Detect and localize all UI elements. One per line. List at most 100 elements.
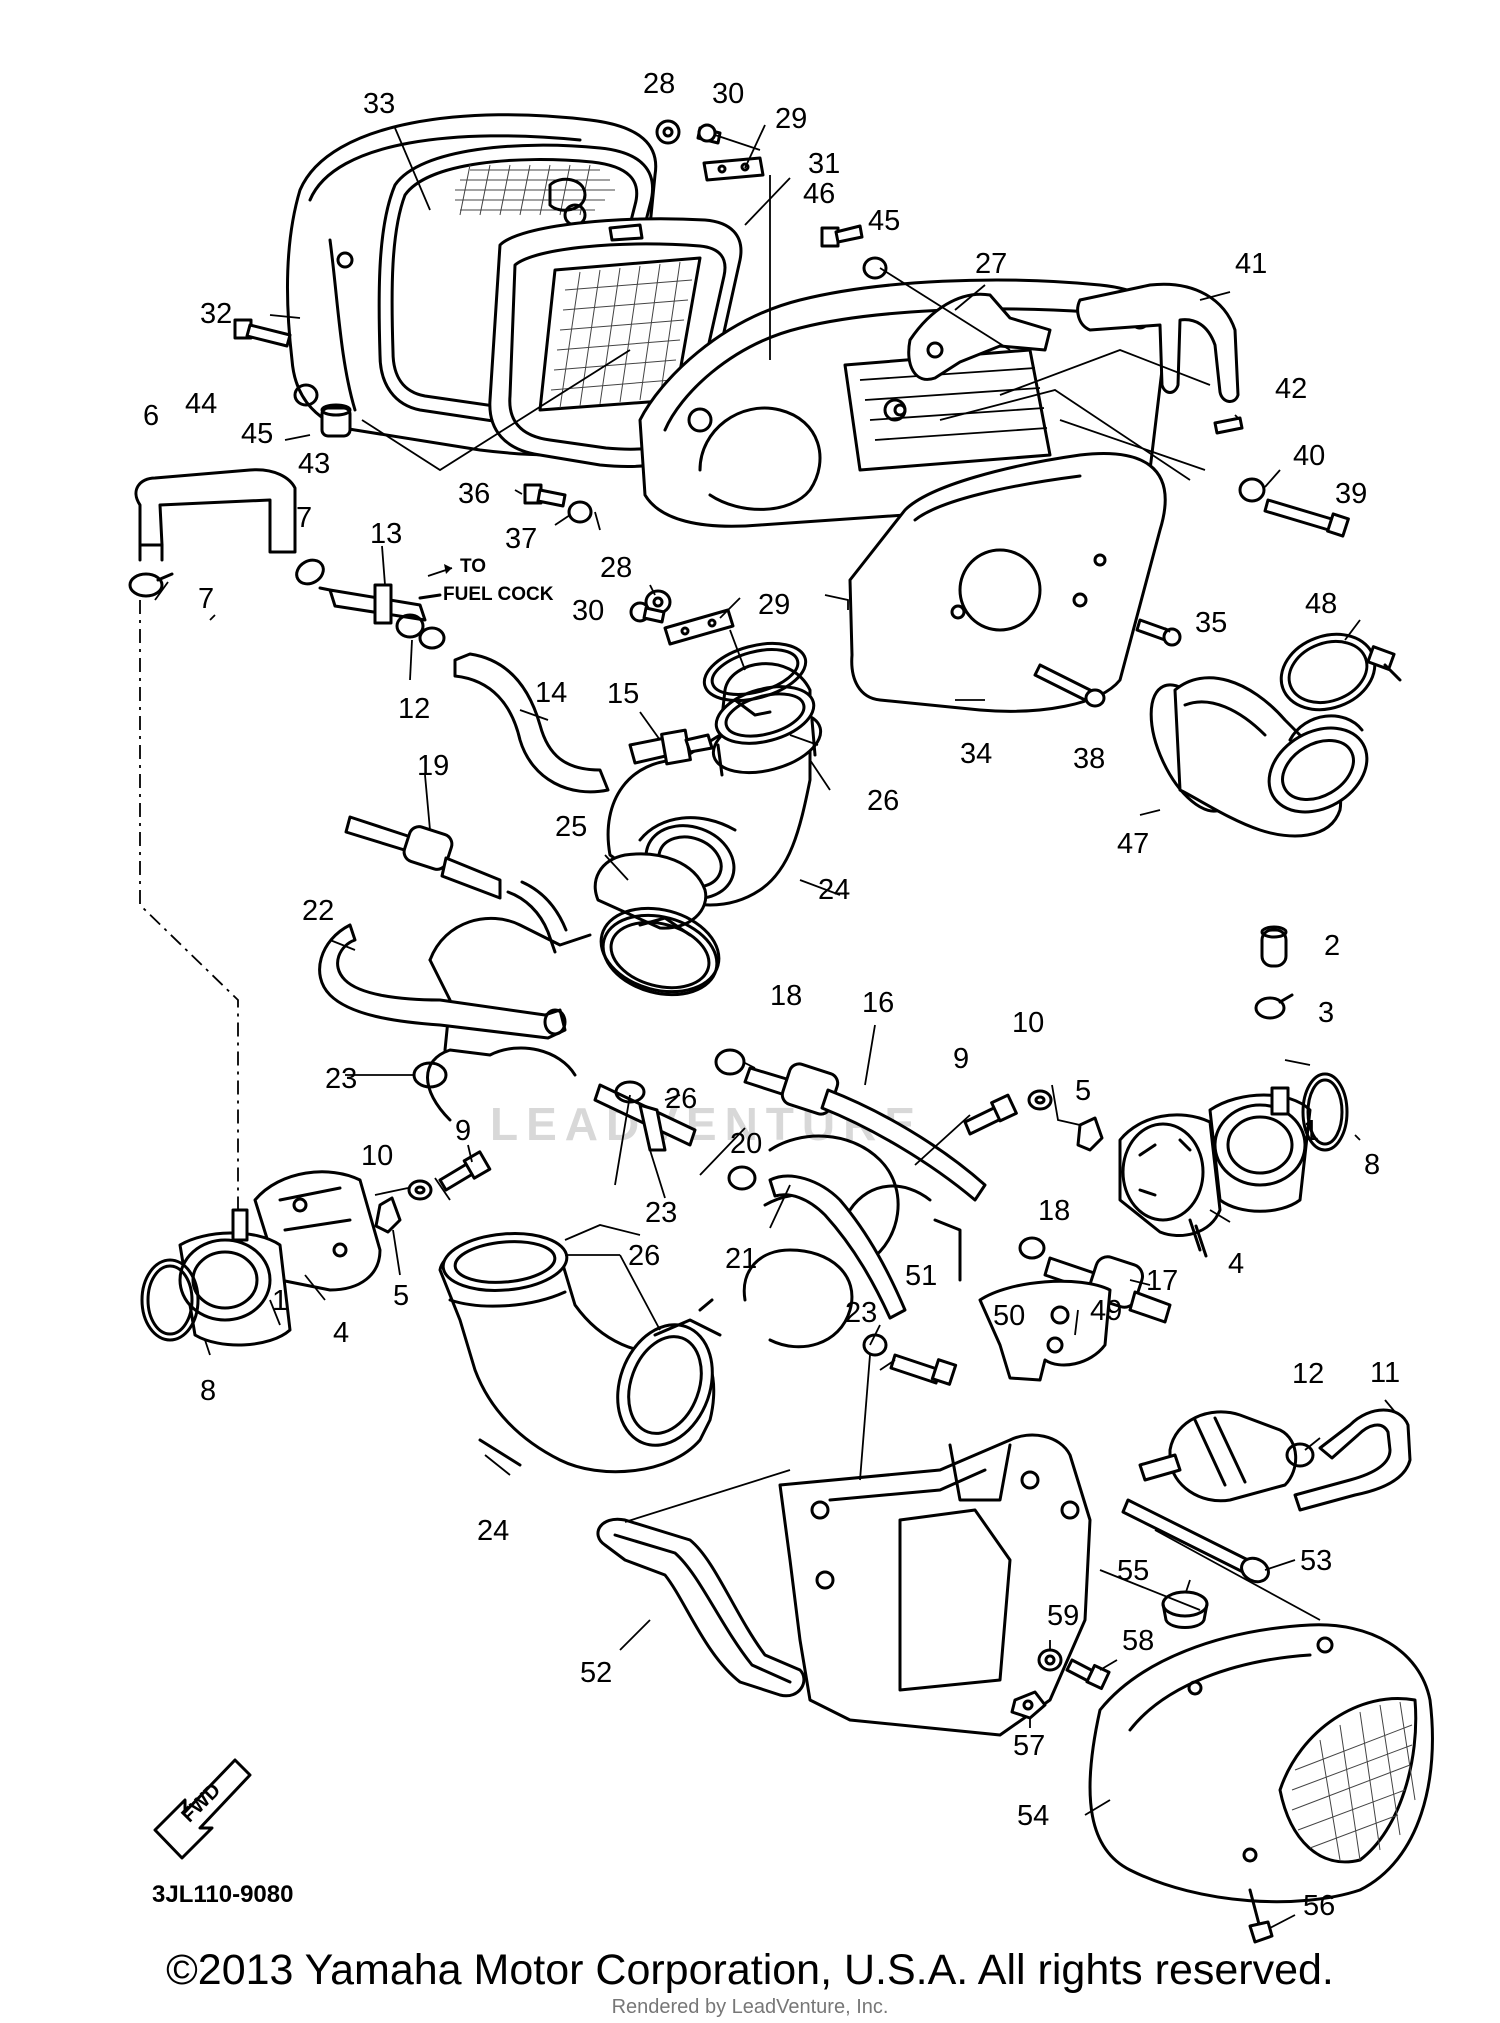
label-45-top: 45: [868, 205, 900, 237]
label-12-upper: 12: [398, 693, 430, 725]
label-24-lower: 24: [477, 1515, 509, 1547]
label-12-lower: 12: [1292, 1358, 1324, 1390]
bolt-44: [233, 318, 292, 348]
label-56: 56: [1303, 1890, 1335, 1922]
clamp-7-left: [128, 572, 174, 598]
label-31: 31: [808, 148, 840, 180]
label-3: 3: [1318, 997, 1334, 1029]
label-24-upper: 24: [818, 874, 850, 906]
label-7-upper: 7: [296, 502, 312, 534]
clamp-26-lower: [653, 1298, 722, 1337]
label-14: 14: [535, 677, 567, 709]
copyright-notice: ©2013 Yamaha Motor Corporation, U.S.A. A…: [166, 1946, 1334, 1994]
label-1-right: 1: [1303, 1115, 1319, 1147]
air-box-bracket: [778, 1433, 1092, 1737]
check-valve: [1138, 1410, 1298, 1503]
note-fuel-cock: FUEL COCK: [443, 584, 554, 605]
clamp-18-upper: [714, 1048, 746, 1076]
leader-lines: [154, 124, 1396, 1929]
label-1-left: 1: [272, 1285, 288, 1317]
washer-10-left: [407, 1179, 433, 1201]
clamp-3: [1254, 993, 1294, 1020]
clamp-12-upper: [418, 626, 446, 650]
label-45-left: 45: [241, 418, 273, 450]
label-30-mid: 30: [572, 595, 604, 627]
label-53: 53: [1300, 1545, 1332, 1577]
label-33: 33: [363, 88, 395, 120]
fitting-15: [628, 728, 714, 766]
label-39: 39: [1335, 478, 1367, 510]
label-23-c: 23: [845, 1297, 877, 1329]
label-4-left: 4: [333, 1317, 349, 1349]
label-52: 52: [580, 1657, 612, 1689]
label-38: 38: [1073, 743, 1105, 775]
bolt-38: [1033, 663, 1106, 708]
collar-43: [320, 403, 352, 438]
carb-joint-1-left: [178, 1208, 292, 1347]
fwd-arrow: FWD: [153, 1758, 252, 1860]
side-cover-54: [1088, 1623, 1434, 1904]
label-58: 58: [1122, 1625, 1154, 1657]
label-18-upper: 18: [770, 980, 802, 1012]
hose-16: [743, 1062, 987, 1202]
cover-41: [1076, 282, 1240, 403]
washer-10-right: [1027, 1089, 1053, 1111]
label-5-left: 5: [393, 1280, 409, 1312]
label-23-b: 23: [645, 1197, 677, 1229]
clamp-26-middle: [599, 906, 721, 997]
bracket-27: [907, 292, 1052, 381]
plate-5-left: [374, 1196, 402, 1234]
plate-29-top: [702, 156, 765, 182]
drawing-code: 3JL110-9080: [152, 1881, 293, 1908]
part-labels: 1 1 2 3 4 4 5 5 6 7 7 8 8 9 9 10 10 11 1…: [143, 68, 1400, 1922]
label-50: 50: [993, 1300, 1025, 1332]
label-26-middle: 26: [665, 1083, 697, 1115]
label-8-right: 8: [1364, 1149, 1380, 1181]
label-28-top: 28: [643, 68, 675, 100]
label-51: 51: [905, 1260, 937, 1292]
note-to: TO: [460, 556, 486, 577]
hose-19: [344, 815, 568, 954]
label-44: 44: [185, 388, 217, 420]
cap-2: [1260, 925, 1288, 968]
washer-45-top: [862, 256, 888, 280]
hose-21: [768, 1174, 907, 1320]
label-18-lower: 18: [1038, 1195, 1070, 1227]
bolt-36: [523, 483, 567, 508]
bracket-52: [596, 1517, 806, 1698]
plate-29-mid: [663, 608, 735, 646]
label-32: 32: [200, 298, 232, 330]
label-15: 15: [607, 678, 639, 710]
label-37: 37: [505, 523, 537, 555]
label-21: 21: [725, 1243, 757, 1275]
label-42: 42: [1275, 373, 1307, 405]
bolt-50: [889, 1353, 958, 1386]
label-54: 54: [1017, 1800, 1049, 1832]
carb-joint-1-right: [1208, 1086, 1312, 1213]
label-7-left: 7: [198, 583, 214, 615]
label-49: 49: [1090, 1295, 1122, 1327]
t-joint-13: [318, 583, 442, 625]
label-10-right: 10: [1012, 1007, 1044, 1039]
washer-28-top: [655, 119, 681, 145]
bolt-46: [820, 224, 864, 248]
washer-51: [862, 1333, 888, 1357]
label-55: 55: [1117, 1555, 1149, 1587]
holder-4-right: [1118, 1113, 1222, 1258]
bracket-49: [978, 1279, 1112, 1382]
screw-56: [1248, 1888, 1274, 1944]
clamp-7-upper: [295, 558, 325, 586]
label-10-left: 10: [361, 1140, 393, 1172]
label-25: 25: [555, 811, 587, 843]
washer-45-left: [293, 383, 319, 407]
screw-30-mid: [629, 601, 666, 624]
oring-8-left: [140, 1258, 200, 1342]
clamp-18-lower: [1018, 1236, 1046, 1260]
screw-30-top: [696, 123, 722, 145]
screw-42: [1213, 416, 1244, 435]
t-hose-20: [593, 1080, 697, 1152]
bolt-9-left: [438, 1150, 492, 1192]
label-43: 43: [298, 448, 330, 480]
label-41: 41: [1235, 248, 1267, 280]
